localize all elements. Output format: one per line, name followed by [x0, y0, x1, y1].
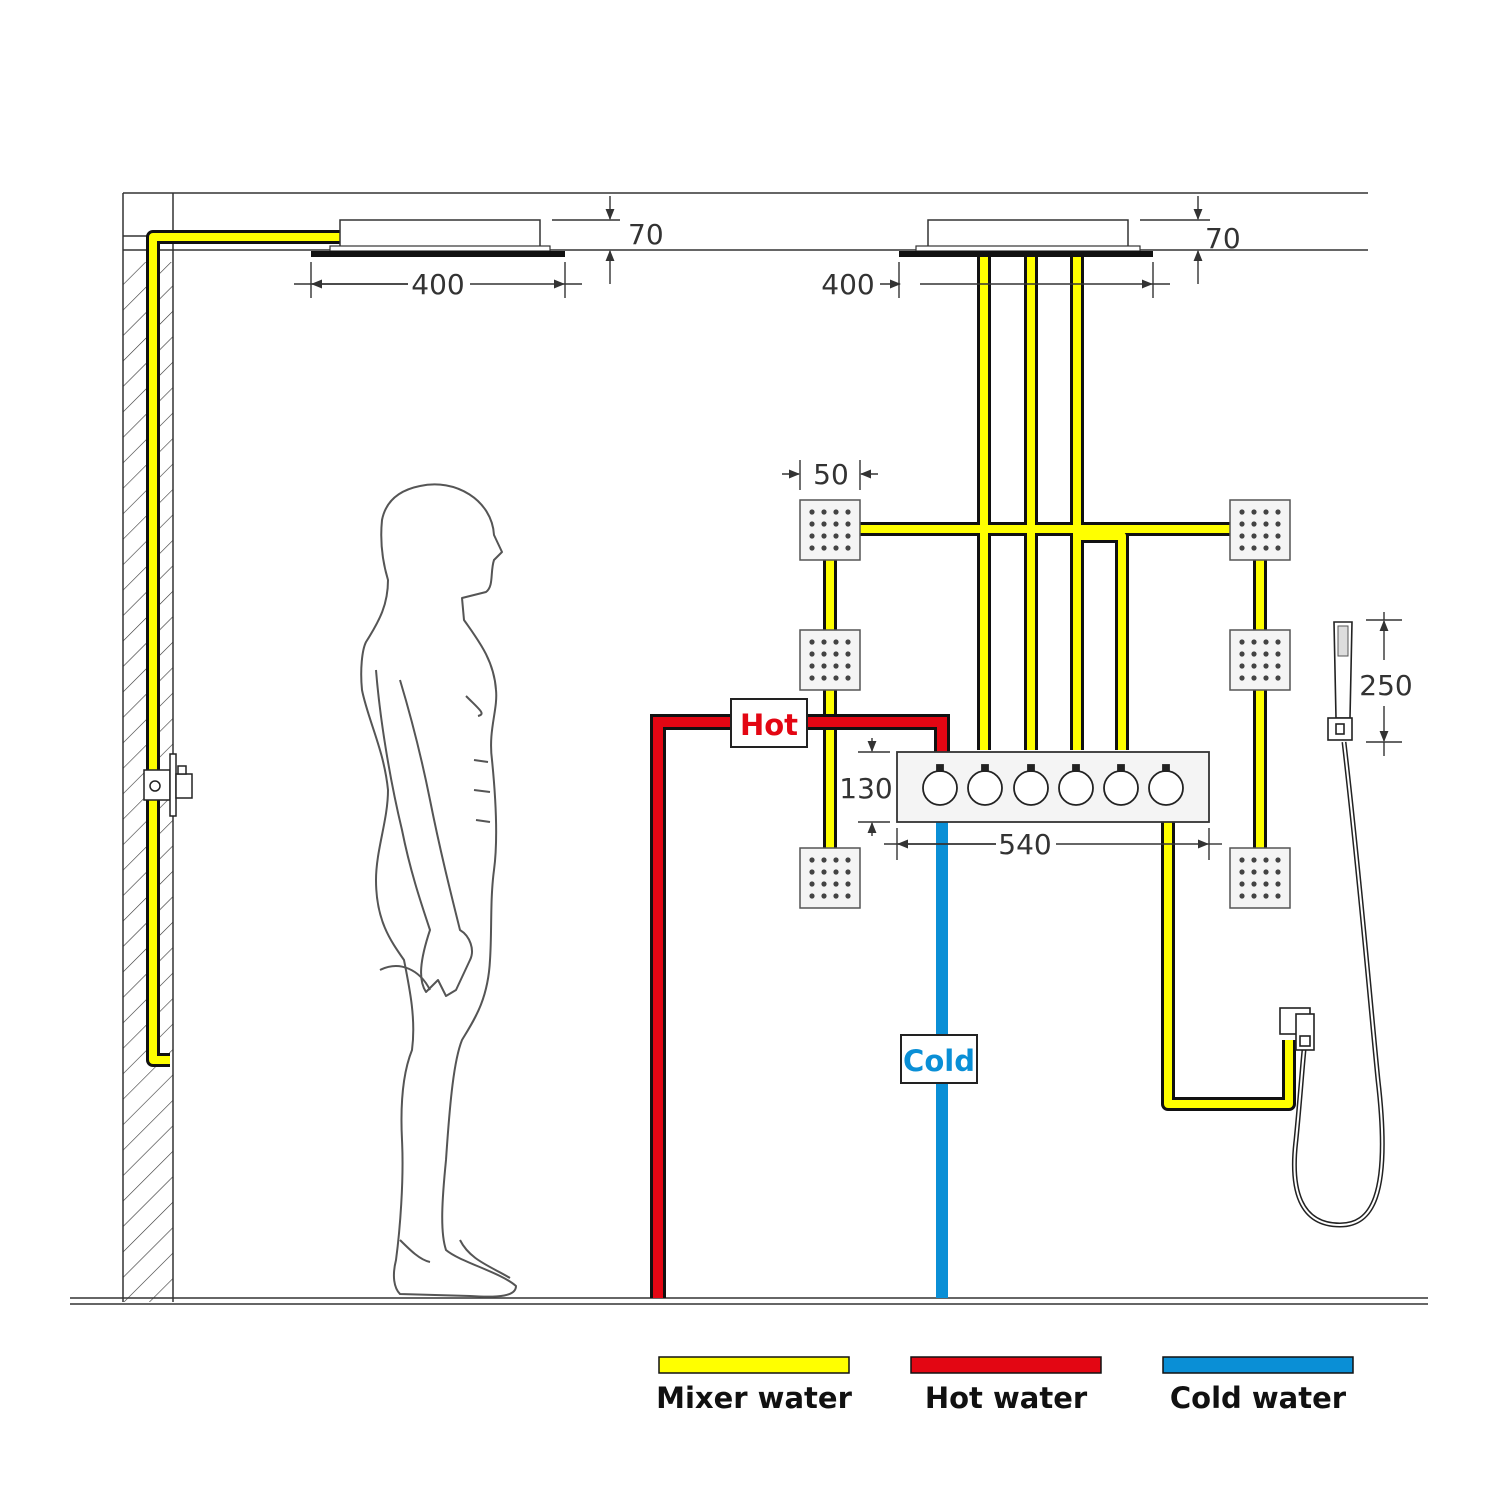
dimension-lines — [294, 196, 1402, 860]
dim-left-head-height: 70 — [628, 218, 664, 251]
body-jet — [799, 499, 861, 561]
body-jet — [799, 629, 861, 691]
left-rain-shower-head — [311, 219, 565, 257]
dim-jet-width: 50 — [813, 458, 849, 491]
valve-knob — [967, 770, 1003, 806]
legend-swatch-hot — [910, 1356, 1102, 1374]
dim-valve-height: 130 — [839, 772, 892, 805]
legend: Mixer water Hot water Cold water — [656, 1356, 1354, 1415]
cold-label-text: Cold — [903, 1044, 975, 1078]
right-rain-shower-head — [899, 219, 1153, 257]
valve-knob — [1013, 770, 1049, 806]
legend-label-hot: Hot water — [925, 1381, 1088, 1415]
human-figure — [360, 483, 517, 1298]
dim-right-head-width: 400 — [821, 268, 874, 301]
legend-item-mixer: Mixer water — [656, 1356, 853, 1415]
body-jet — [1229, 847, 1291, 909]
legend-label-mixer: Mixer water — [656, 1381, 852, 1415]
dim-right-head-height: 70 — [1205, 222, 1241, 255]
dim-hand-shower-length: 250 — [1359, 669, 1412, 702]
legend-item-cold: Cold water — [1162, 1356, 1354, 1415]
valve-knob — [922, 770, 958, 806]
wall-diverter-valve — [143, 753, 193, 817]
valve-knob — [1058, 770, 1094, 806]
thermostatic-valve-panel — [896, 751, 1210, 823]
valve-knob — [1103, 770, 1139, 806]
valve-knob — [1148, 770, 1184, 806]
hand-shower — [1279, 621, 1385, 1228]
legend-swatch-mixer — [658, 1356, 850, 1374]
room-structure — [70, 192, 1428, 1305]
valve-knobs — [922, 764, 1184, 806]
legend-item-hot: Hot water — [910, 1356, 1102, 1415]
body-jet — [1229, 629, 1291, 691]
dim-valve-width: 540 — [998, 828, 1051, 861]
legend-swatch-cold — [1162, 1356, 1354, 1374]
dimension-texts: 70 400 70 400 50 130 540 250 — [411, 218, 1412, 861]
legend-label-cold: Cold water — [1170, 1381, 1347, 1415]
cold-label: Cold — [900, 1034, 978, 1084]
dim-left-head-width: 400 — [411, 268, 464, 301]
body-jet — [799, 847, 861, 909]
body-jet — [1229, 499, 1291, 561]
mixer-pipes — [146, 230, 1296, 1111]
hot-label: Hot — [730, 698, 808, 748]
hot-label-text: Hot — [740, 708, 798, 742]
